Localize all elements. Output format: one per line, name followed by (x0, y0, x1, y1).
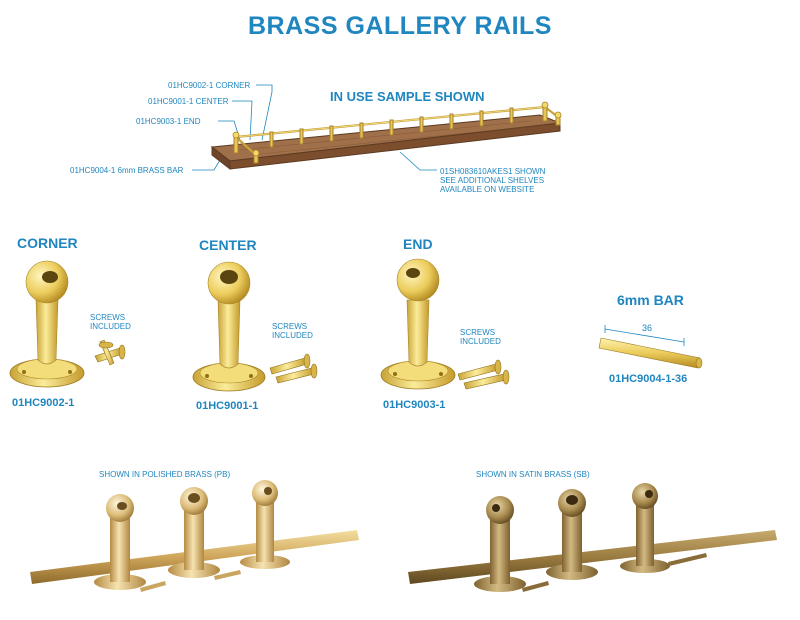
screws-label-center: SCREWS INCLUDED (272, 322, 313, 340)
end-post-icon (380, 258, 456, 390)
sample-shelf-illustration (210, 101, 562, 171)
polished-brass-photo (30, 480, 359, 592)
callout-shelf-2: SEE ADDITIONAL SHELVES (440, 176, 545, 185)
center-screws-icon (269, 353, 318, 384)
screws-label-line2: INCLUDED (272, 331, 313, 340)
bar-dimension-label: 36 (642, 323, 653, 333)
sample-heading: IN USE SAMPLE SHOWN (330, 89, 485, 104)
satin-brass-photo (408, 483, 777, 592)
callout-end: 01HC9003-1 END (136, 117, 201, 126)
end-screws-icon (457, 359, 510, 390)
screws-label-end: SCREWS INCLUDED (460, 328, 501, 346)
screws-label-line2: INCLUDED (90, 322, 131, 331)
screws-label-line1: SCREWS (272, 322, 308, 331)
part-title-end: END (403, 236, 433, 252)
screws-label-line1: SCREWS (90, 313, 126, 322)
finish-label-satin: SHOWN IN SATIN BRASS (SB) (476, 470, 590, 479)
corner-screws-icon (94, 339, 126, 366)
finish-label-polished: SHOWN IN POLISHED BRASS (PB) (99, 470, 231, 479)
part-code-end: 01HC9003-1 (383, 399, 446, 411)
bar-icon (598, 325, 703, 369)
corner-post-icon (9, 260, 85, 388)
part-code-corner: 01HC9002-1 (12, 397, 75, 409)
screws-label-line2: INCLUDED (460, 337, 501, 346)
part-code-bar: 01HC9004-1-36 (609, 373, 688, 385)
screws-label-line1: SCREWS (460, 328, 496, 337)
part-code-center: 01HC9001-1 (196, 400, 259, 412)
center-post-icon (192, 261, 266, 392)
screws-label-corner: SCREWS INCLUDED (90, 313, 131, 331)
callout-shelf-1: 01SH083610AKES1 SHOWN (440, 167, 546, 176)
part-title-bar: 6mm BAR (617, 292, 684, 308)
callout-shelf-3: AVAILABLE ON WEBSITE (440, 185, 535, 194)
finish-photos (30, 480, 777, 592)
part-title-center: CENTER (199, 237, 257, 253)
callout-bar: 01HC9004-1 6mm BRASS BAR (70, 166, 184, 175)
callout-corner: 01HC9002-1 CORNER (168, 81, 251, 90)
page-title: BRASS GALLERY RAILS (248, 12, 552, 40)
callout-center: 01HC9001-1 CENTER (148, 97, 229, 106)
part-title-corner: CORNER (17, 235, 78, 251)
